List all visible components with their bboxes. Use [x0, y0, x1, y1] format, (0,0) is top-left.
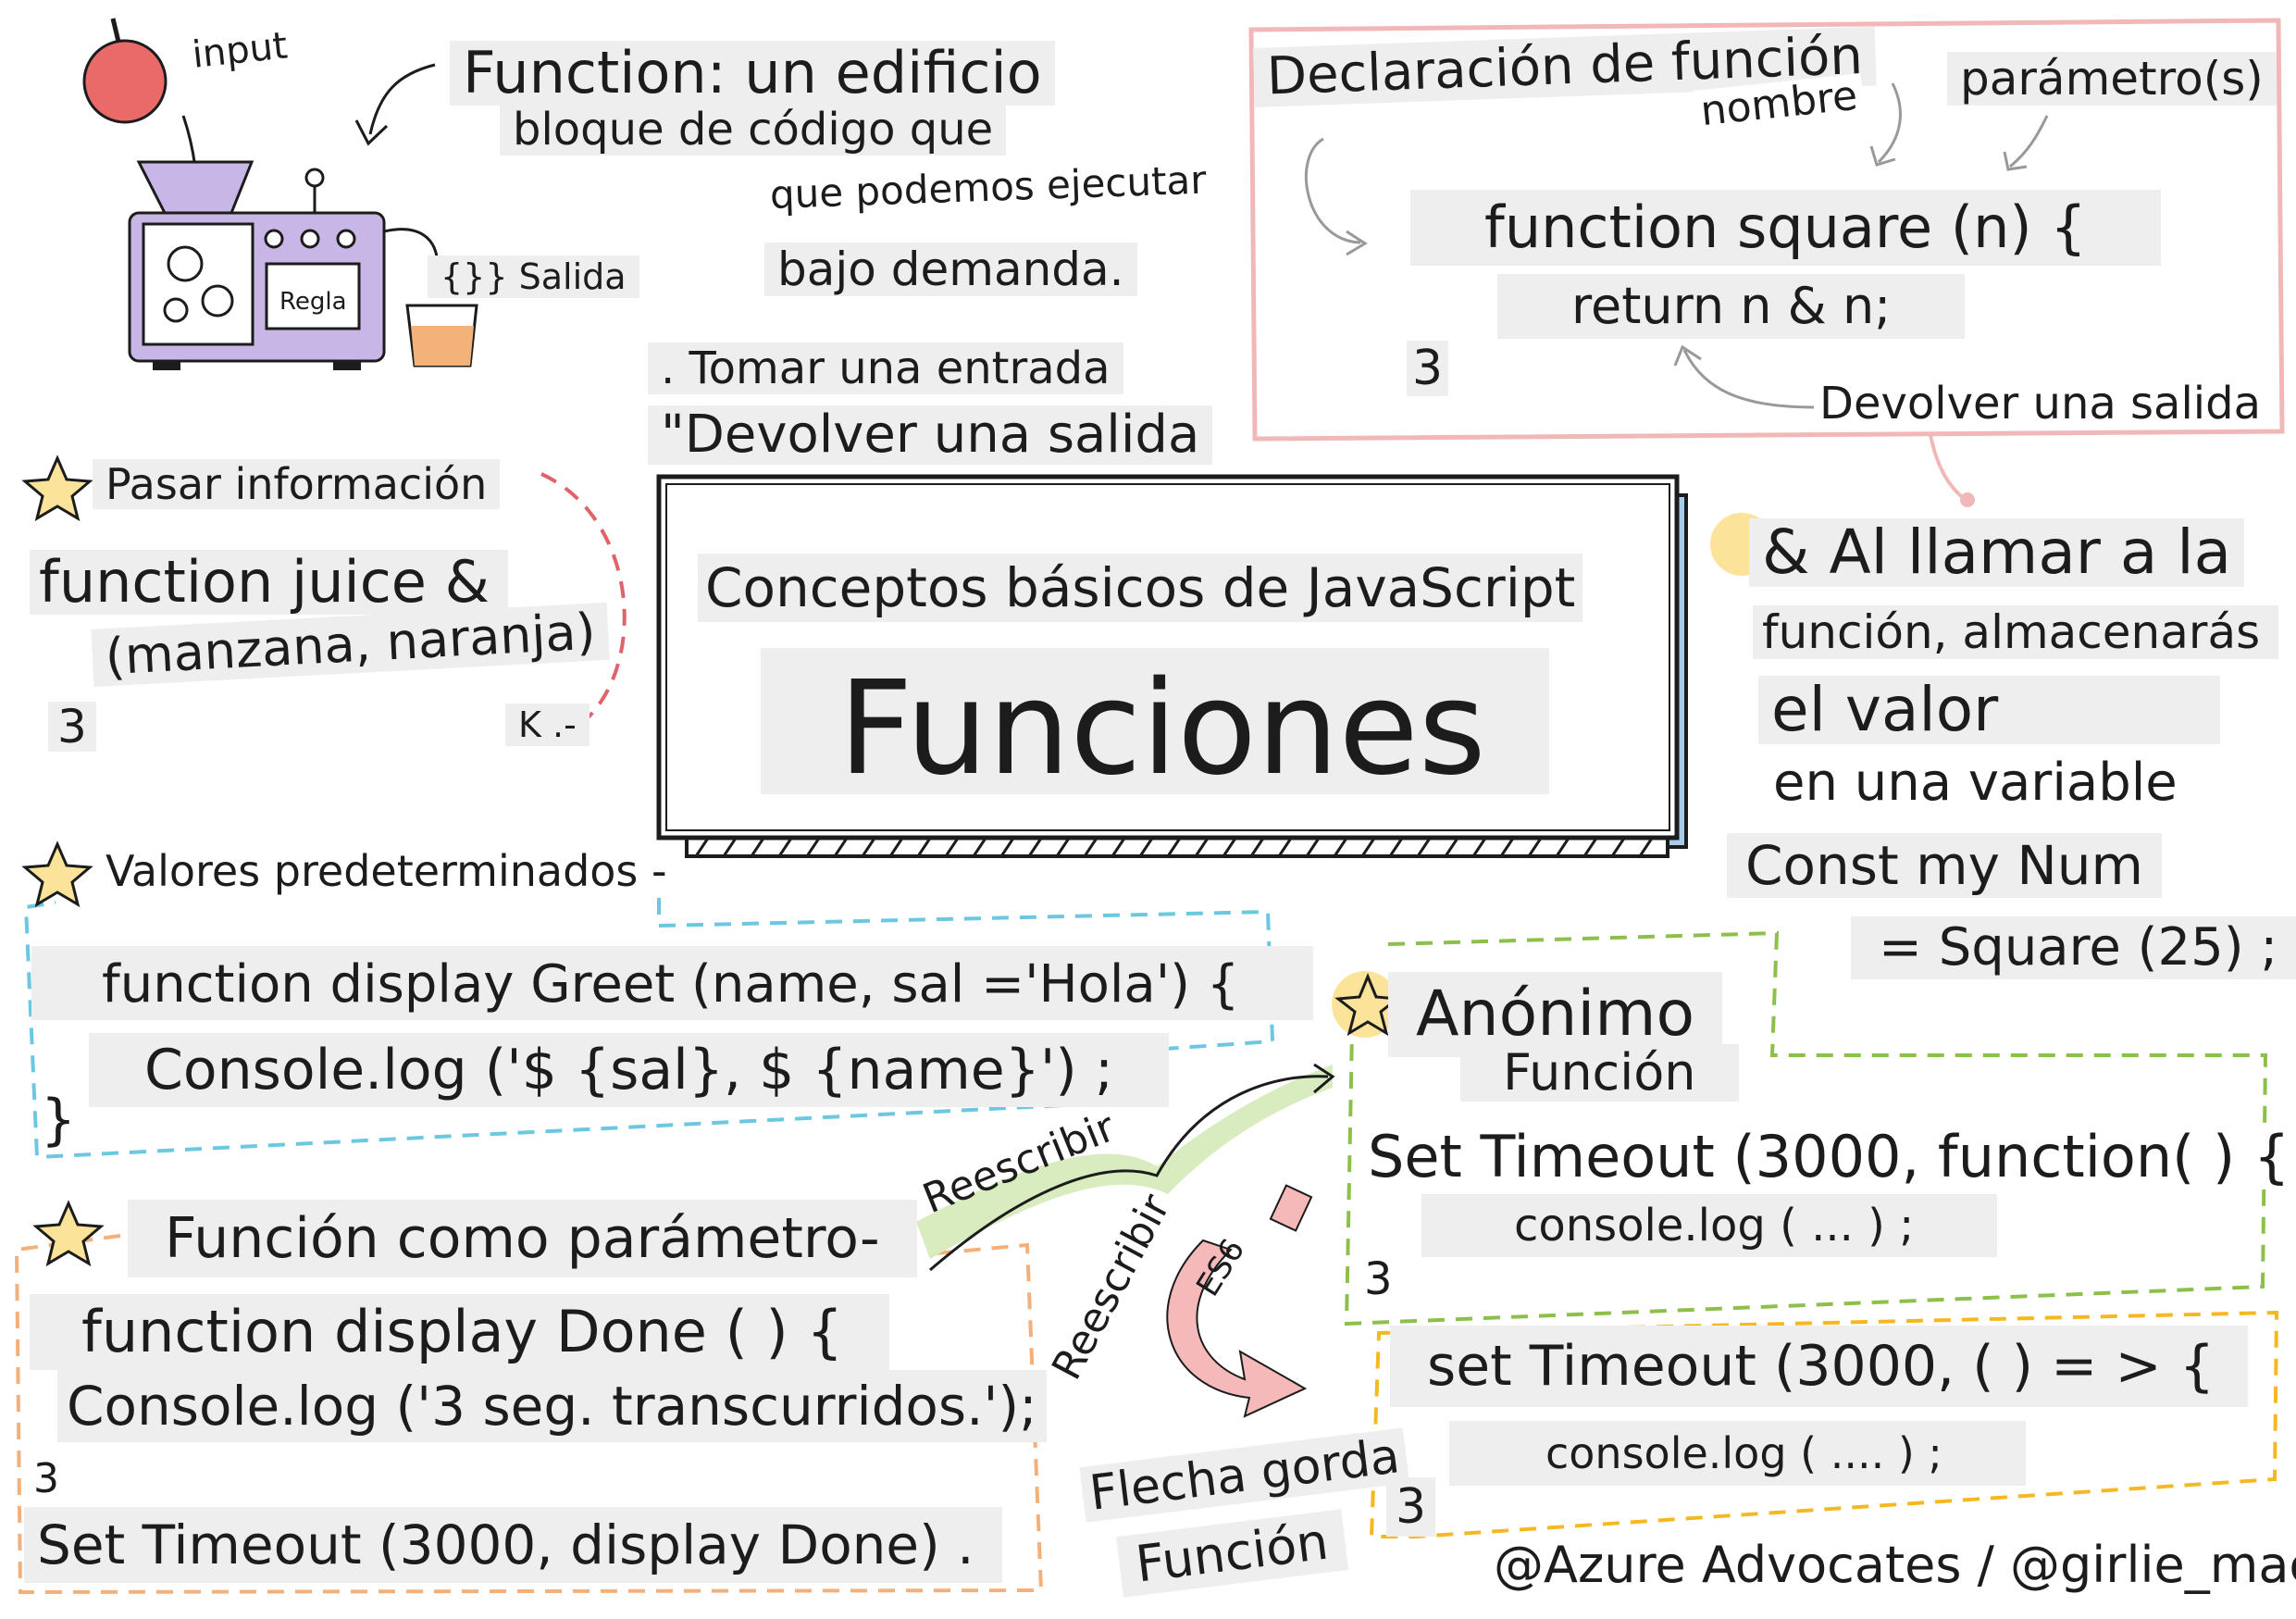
credit-text: @Azure Advocates / @girlie_mac	[1494, 1536, 2296, 1594]
input-label: input	[190, 24, 290, 77]
declaration-connector	[1929, 434, 1967, 502]
declaration-code-2: return n & n;	[1497, 274, 1966, 339]
param-fn-code-3: Set Timeout (3000, display Done) .	[24, 1507, 1002, 1583]
declaration-code-1: function square (n) {	[1410, 190, 2161, 266]
output-label: {}} Salida	[428, 255, 639, 298]
function-heading: Function: un edificio	[450, 41, 1055, 106]
passing-close: 3	[48, 702, 96, 752]
arrow-fn-dashed-box	[1369, 1310, 2279, 1538]
juice-cup-icon	[405, 304, 478, 367]
anonymous-dashed-box	[1344, 930, 2268, 1326]
defaults-heading: Valores predeterminados -	[100, 848, 673, 894]
rewrite-ribbon	[916, 1065, 1333, 1259]
title-main: Funciones	[761, 648, 1549, 794]
passing-heading: Pasar información	[93, 459, 501, 509]
calling-line-4: en una variable	[1773, 753, 2178, 813]
calling-code-1: Const my Num	[1727, 833, 2163, 898]
es6-arrow	[1166, 1239, 1308, 1418]
arrow-fn-code-2: console.log ( .... ) ;	[1449, 1421, 2026, 1486]
anonymous-close: 3	[1364, 1253, 1393, 1305]
arrow-fn-code-1: set Timeout (3000, ( ) = > {	[1390, 1326, 2249, 1407]
declaration-return-label: Devolver una salida	[1814, 380, 2267, 428]
param-label: parámetro(s)	[1947, 52, 2277, 106]
param-fn-dashed-box	[14, 1234, 1044, 1595]
anonymous-code-1: Set Timeout (3000, function( ) {	[1360, 1125, 2296, 1189]
declaration-close: 3	[1407, 341, 1449, 396]
param-fn-heading: Función como parámetro-	[128, 1200, 917, 1277]
apple-icon	[82, 18, 168, 124]
calling-line-2: función, almacenarás	[1753, 605, 2279, 659]
calling-code-2: = Square (25) ;	[1851, 916, 2296, 979]
star-icon	[1332, 971, 1401, 1038]
defaults-close: }	[41, 1088, 77, 1152]
take-input-text: . Tomar una entrada	[648, 342, 1123, 394]
star-icon	[21, 841, 93, 908]
title-subtitle: Conceptos básicos de JavaScript	[698, 554, 1583, 622]
machine-label: Regla	[279, 288, 347, 316]
defaults-code-1: function display Greet (name, sal ='Hola…	[31, 946, 1314, 1020]
function-machine-icon	[128, 160, 439, 370]
anonymous-code-2: console.log ( ... ) ;	[1421, 1194, 1998, 1257]
return-output-text: "Devolver una salida	[648, 405, 1213, 465]
arrow-fn-close: 3	[1386, 1477, 1436, 1537]
anonymous-line-2: Función	[1460, 1044, 1739, 1102]
passing-dashed-arc	[540, 472, 627, 724]
param-fn-code-2: Console.log ('3 seg. transcurridos.');	[57, 1370, 1047, 1442]
declaration-box	[1248, 18, 2285, 442]
intro-line-1: bloque de código que	[500, 104, 1007, 156]
passing-code-1: function juice &	[30, 550, 509, 615]
star-icon	[32, 1200, 105, 1267]
star-icon	[21, 455, 93, 522]
anonymous-line-1: Anónimo	[1388, 972, 1723, 1057]
passing-mark: K .-	[505, 704, 590, 746]
calling-line-1: & Al llamar a la	[1749, 518, 2245, 587]
defaults-code-2: Console.log ('$ {sal}, $ {name}') ;	[89, 1033, 1170, 1107]
intro-line-3: bajo demanda.	[764, 243, 1137, 296]
calling-line-3: el valor	[1758, 676, 2221, 744]
param-fn-code-1: function display Done ( ) {	[30, 1294, 889, 1370]
param-fn-close: 3	[33, 1455, 59, 1502]
